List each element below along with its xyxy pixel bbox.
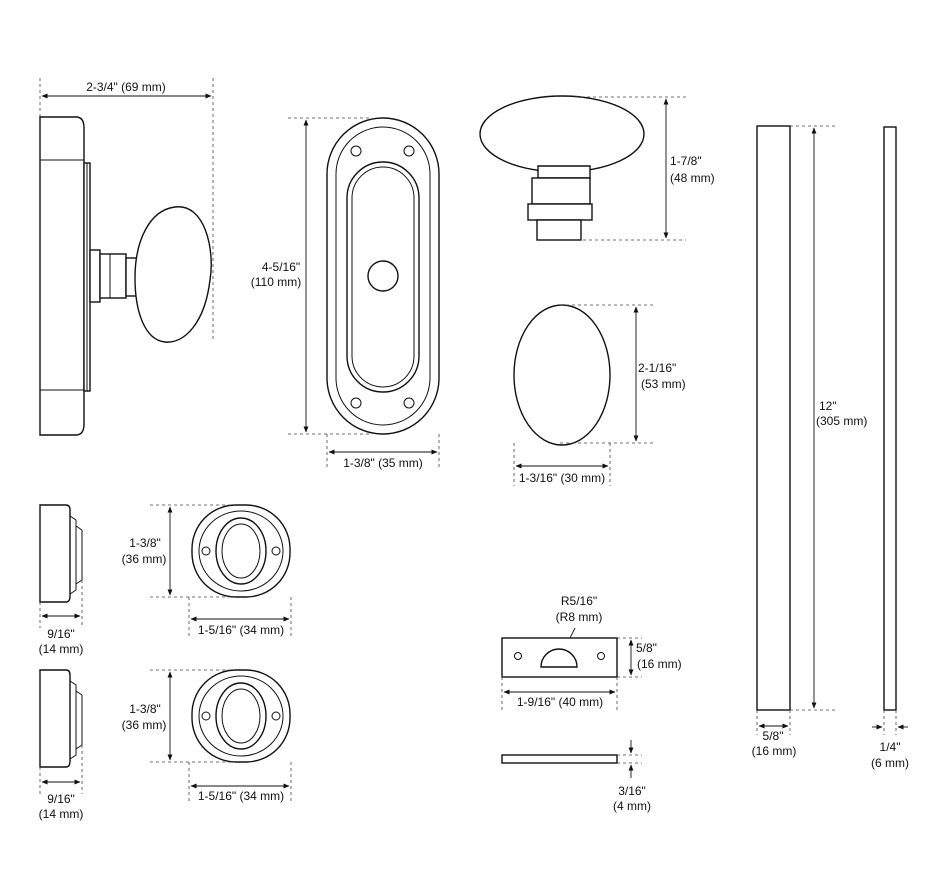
plate-height-label-in: 4-5/16" — [262, 260, 300, 274]
knob-width-label: 1-3/16" (30 mm) — [519, 471, 605, 485]
rose2-depth-label-mm: (14 mm) — [39, 807, 84, 821]
rose2-width-label: 1-5/16" (34 mm) — [198, 789, 284, 803]
knob-height-label-mm: (53 mm) — [641, 377, 686, 391]
dimension-labels: 2-3/4" (69 mm) 4-5/16" (110 mm) 1-3/8" (… — [39, 80, 909, 821]
knob-profile-view — [479, 95, 686, 241]
rose-side-view-bottom — [39, 669, 83, 794]
strike-thickness-label-mm: (4 mm) — [613, 799, 651, 813]
plate-width-label: 1-3/8" (35 mm) — [343, 456, 423, 470]
rose-projection-label: 2-3/4" (69 mm) — [86, 80, 166, 94]
rose1-depth-label-in: 9/16" — [47, 627, 75, 641]
strike-height-label-in: 5/8" — [636, 641, 657, 655]
spindle-width-label-mm: (16 mm) — [752, 744, 797, 758]
plate-height-label-mm: (110 mm) — [251, 275, 301, 289]
rose1-height-label-in: 1-3/8" — [129, 536, 161, 550]
rose2-height-label-in: 1-3/8" — [129, 702, 161, 716]
strike-plate-view — [501, 627, 642, 710]
spindle-face-view — [756, 125, 835, 735]
spindle-thickness-label-in: 1/4" — [880, 740, 901, 754]
rose-side-view-top — [39, 504, 83, 628]
strike-thickness-label-in: 3/16" — [618, 784, 646, 798]
spindle-thickness-label-mm: (6 mm) — [871, 756, 909, 770]
rose2-height-label-mm: (36 mm) — [122, 718, 167, 732]
strike-height-label-mm: (16 mm) — [637, 657, 682, 671]
rose1-width-label: 1-5/16" (34 mm) — [198, 623, 284, 637]
rose1-depth-label-mm: (14 mm) — [39, 642, 84, 656]
rose-front-view-top — [150, 504, 292, 636]
rose2-depth-label-in: 9/16" — [47, 792, 75, 806]
rose-front-view-bottom — [150, 669, 292, 802]
knob-front-view — [513, 304, 656, 486]
knob-depth-label-mm: (48 mm) — [670, 171, 715, 185]
rose1-height-label-mm: (36 mm) — [122, 552, 167, 566]
strike-width-label: 1-9/16" (40 mm) — [517, 695, 603, 709]
spindle-length-label-in: 12" — [819, 399, 837, 413]
knob-depth-label-in: 1-7/8" — [670, 154, 702, 168]
knob-height-label-in: 2-1/16" — [638, 361, 676, 375]
backplate-front-view — [288, 117, 440, 468]
knob-side-view — [39, 78, 214, 436]
strike-radius-label-in: R5/16" — [561, 594, 597, 608]
spindle-length-label-mm: (305 mm) — [816, 414, 867, 428]
spindle-edge-view — [872, 126, 908, 735]
strike-edge-view — [501, 740, 642, 778]
spindle-width-label-in: 5/8" — [763, 729, 784, 743]
strike-radius-label-mm: (R8 mm) — [556, 610, 603, 624]
